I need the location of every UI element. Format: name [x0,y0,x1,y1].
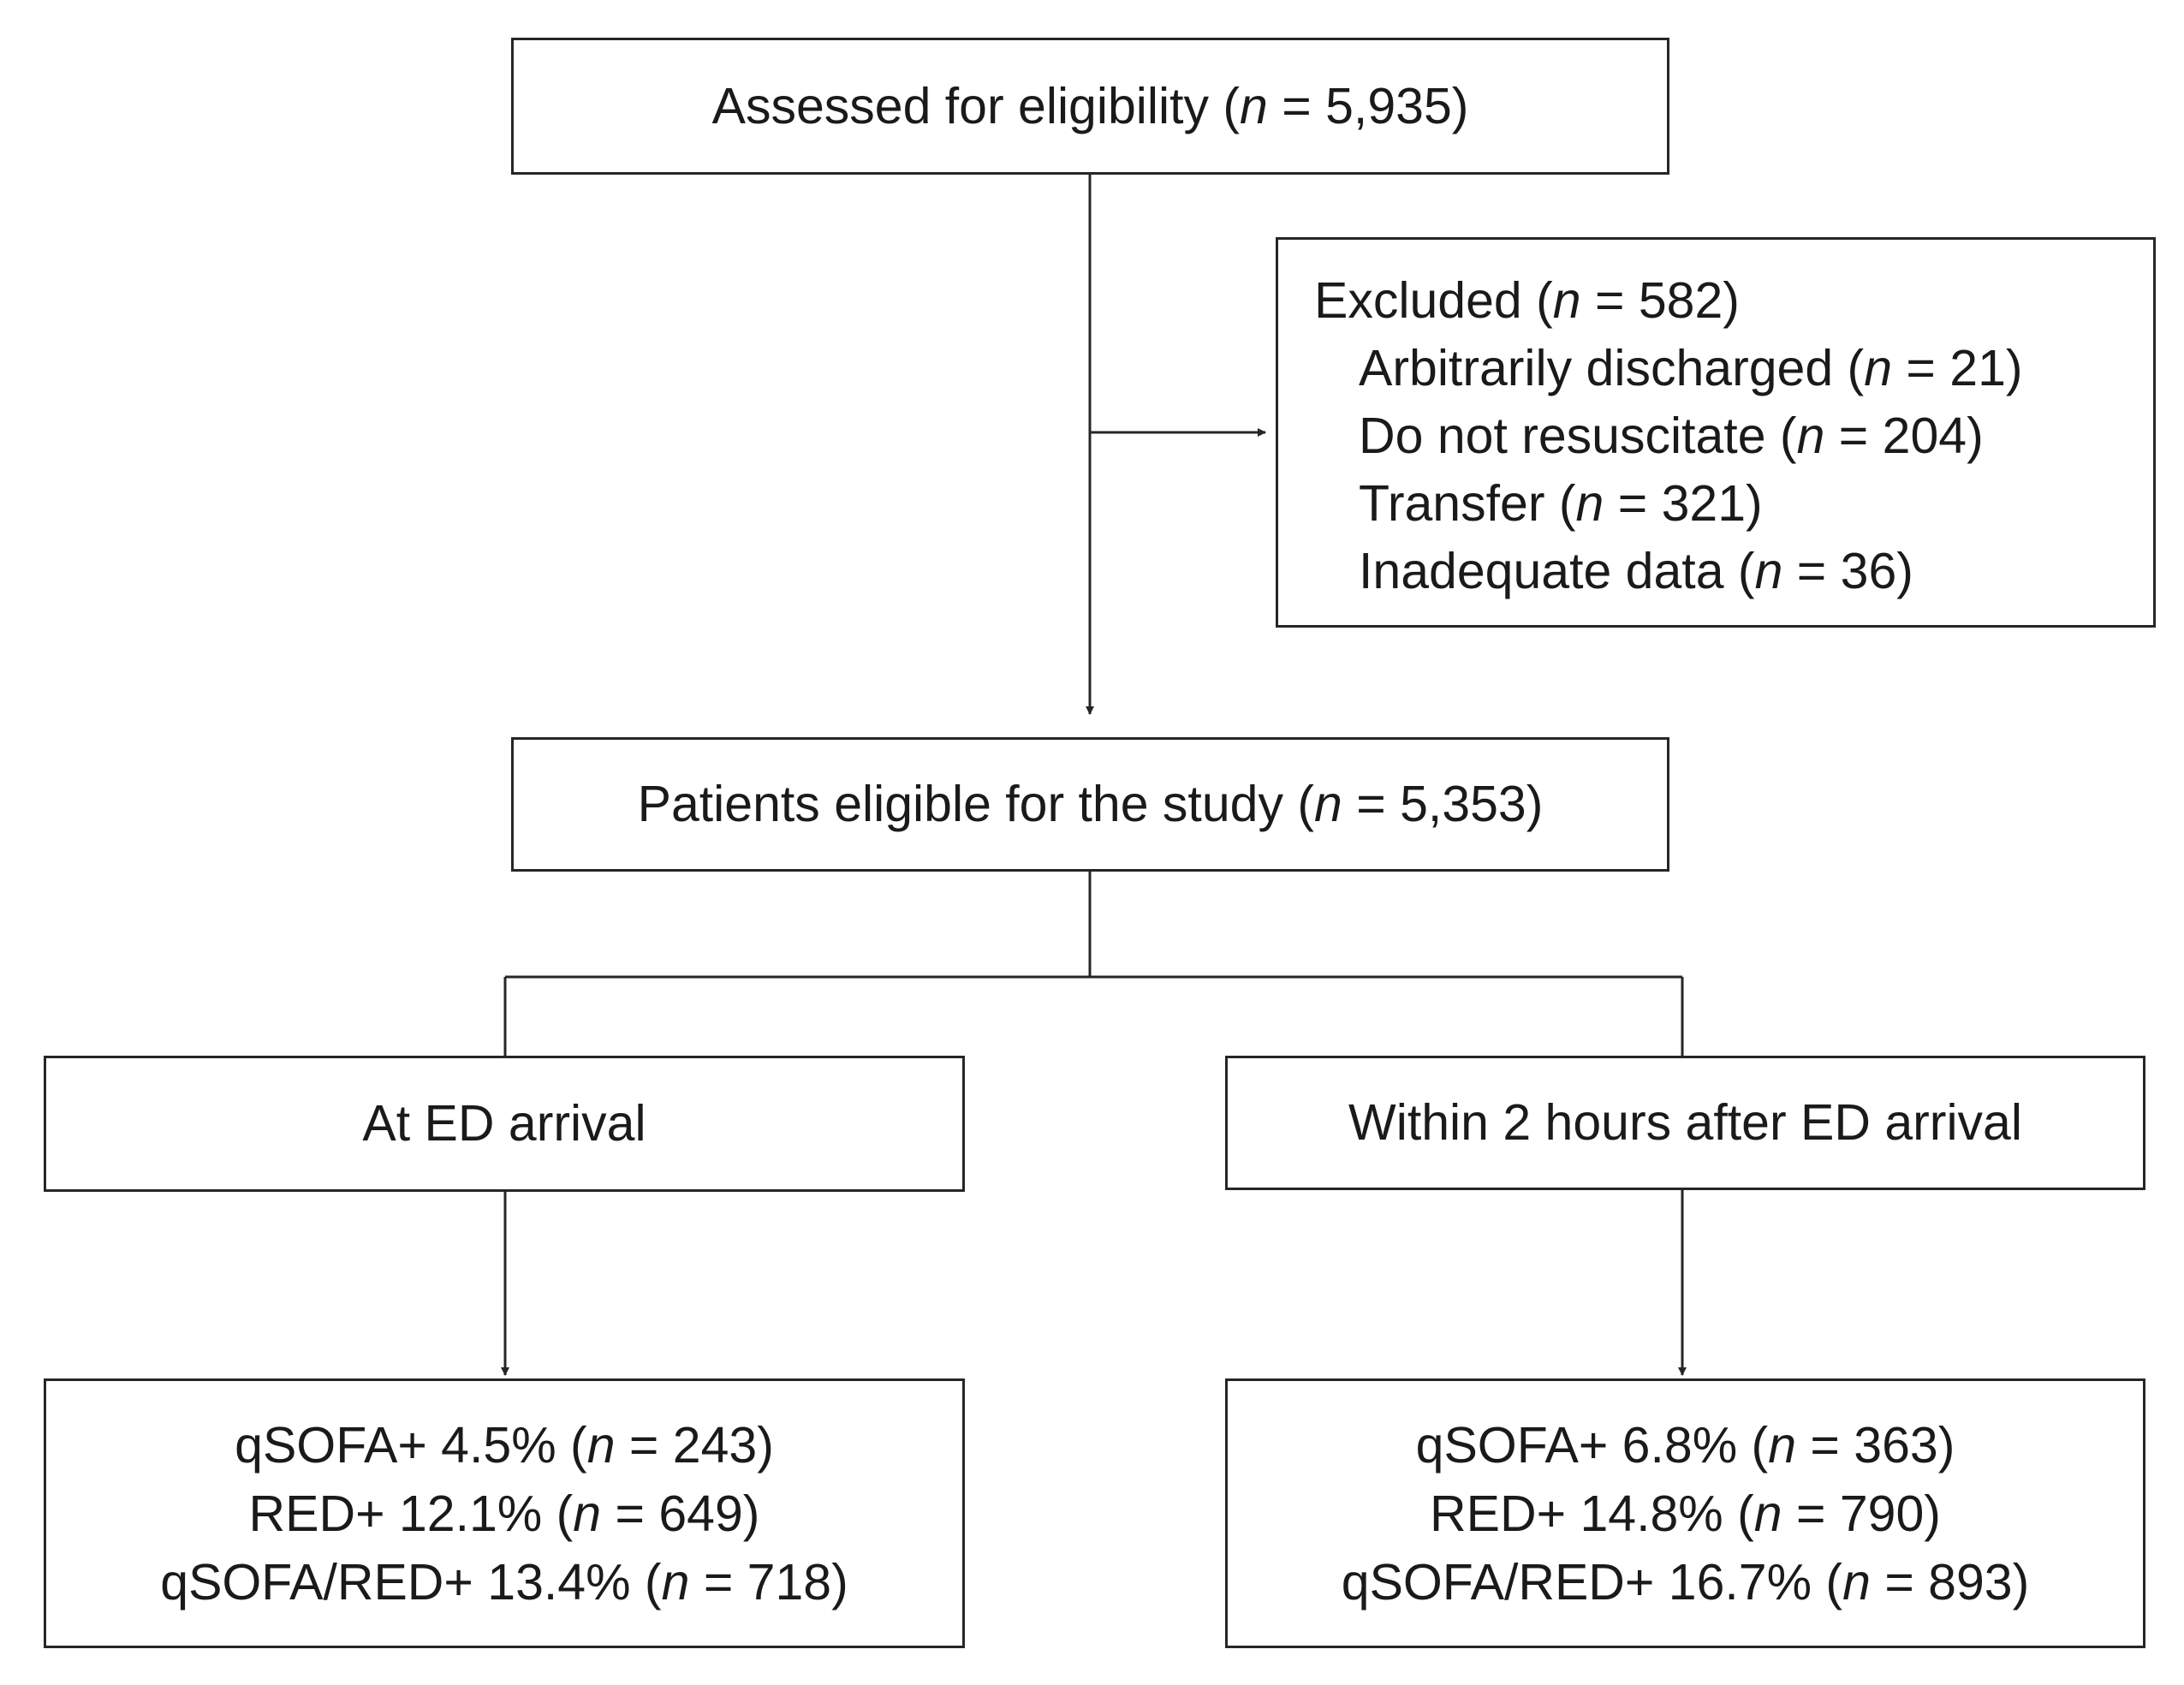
branch-right-box: Within 2 hours after ED arrival [1225,1056,2145,1190]
excluded-item-inadequate-data: Inadequate data (n = 36) [1359,543,1913,599]
result-left-qsofa-red: qSOFA/RED+ 13.4% (n = 718) [160,1553,848,1611]
result-right-qsofa: qSOFA+ 6.8% (n = 363) [1415,1416,1955,1474]
branch-left-label: At ED arrival [362,1095,646,1152]
excluded-item-dnr: Do not resuscitate (n = 204) [1359,408,1984,464]
result-left-qsofa: qSOFA+ 4.5% (n = 243) [235,1416,774,1474]
eligible-box: Patients eligible for the study (n = 5,3… [511,737,1669,872]
result-left-red: RED+ 12.1% (n = 649) [248,1485,760,1542]
excluded-item-transfer: Transfer (n = 321) [1359,475,1763,532]
results-left-box: qSOFA+ 4.5% (n = 243) RED+ 12.1% (n = 64… [44,1378,965,1648]
result-right-red: RED+ 14.8% (n = 790) [1430,1485,1941,1542]
eligible-text: Patients eligible for the study (n = 5,3… [637,776,1544,833]
excluded-title: Excluded (n = 582) [1314,272,1740,329]
excluded-box: Excluded (n = 582) Arbitrarily discharge… [1276,237,2156,628]
result-right-qsofa-red: qSOFA/RED+ 16.7% (n = 893) [1341,1553,2030,1611]
assessed-text: Assessed for eligibility (n = 5,935) [711,77,1469,134]
assessed-box: Assessed for eligibility (n = 5,935) [511,38,1669,175]
branch-left-box: At ED arrival [44,1056,965,1192]
results-right-box: qSOFA+ 6.8% (n = 363) RED+ 14.8% (n = 79… [1225,1378,2145,1648]
branch-right-label: Within 2 hours after ED arrival [1348,1094,2022,1152]
excluded-item-discharged: Arbitrarily discharged (n = 21) [1359,340,2023,396]
